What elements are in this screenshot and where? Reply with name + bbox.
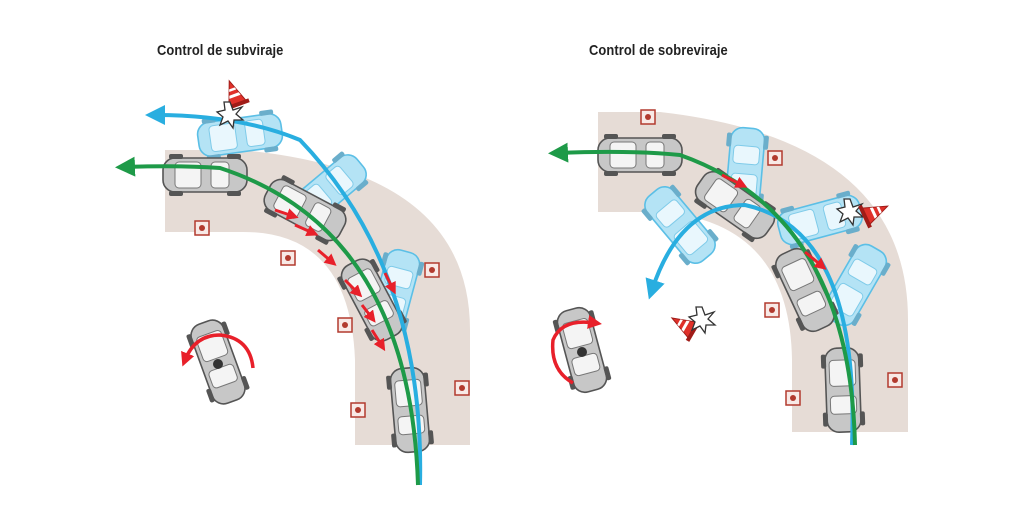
brake-force-arrow-icon xyxy=(274,208,299,220)
center-of-gravity-icon xyxy=(213,359,223,369)
brake-force-arrow-icon xyxy=(370,329,386,352)
brake-force-arrow-icon xyxy=(383,272,396,295)
center-of-gravity-icon xyxy=(577,347,587,357)
brake-force-arrow-icon xyxy=(343,278,363,298)
rotation-arrow-icon xyxy=(181,333,255,369)
rotation-arrow-icon xyxy=(550,315,602,385)
oversteer-title: Control de sobreviraje xyxy=(589,42,728,59)
brake-force-arrow-icon xyxy=(294,223,319,237)
understeer-panel xyxy=(115,76,470,486)
brake-force-arrow-icon xyxy=(721,173,748,188)
brake-force-arrow-icon xyxy=(804,250,827,270)
cone-marker-icon xyxy=(887,372,903,388)
cone-marker-icon xyxy=(194,220,210,236)
cone-marker-icon xyxy=(640,109,656,125)
brake-force-arrow-icon xyxy=(360,304,376,323)
cone-marker-icon xyxy=(454,380,470,396)
skid-path-line xyxy=(145,105,423,486)
cone-marker-icon xyxy=(350,402,366,418)
cone-marker-icon xyxy=(337,317,353,333)
cone-marker-icon xyxy=(764,302,780,318)
understeer-title: Control de subviraje xyxy=(157,42,284,59)
brake-force-arrow-icon xyxy=(317,248,337,266)
ideal-path-line xyxy=(115,156,420,486)
car-icon xyxy=(819,346,867,434)
cone-marker-icon xyxy=(767,150,783,166)
spin-path-line xyxy=(645,202,855,446)
oversteer-panel xyxy=(548,109,908,446)
traffic-cone-icon xyxy=(217,76,251,111)
impact-star-icon xyxy=(688,306,716,334)
cone-marker-icon xyxy=(785,390,801,406)
cone-marker-icon xyxy=(424,262,440,278)
cone-marker-icon xyxy=(280,250,296,266)
